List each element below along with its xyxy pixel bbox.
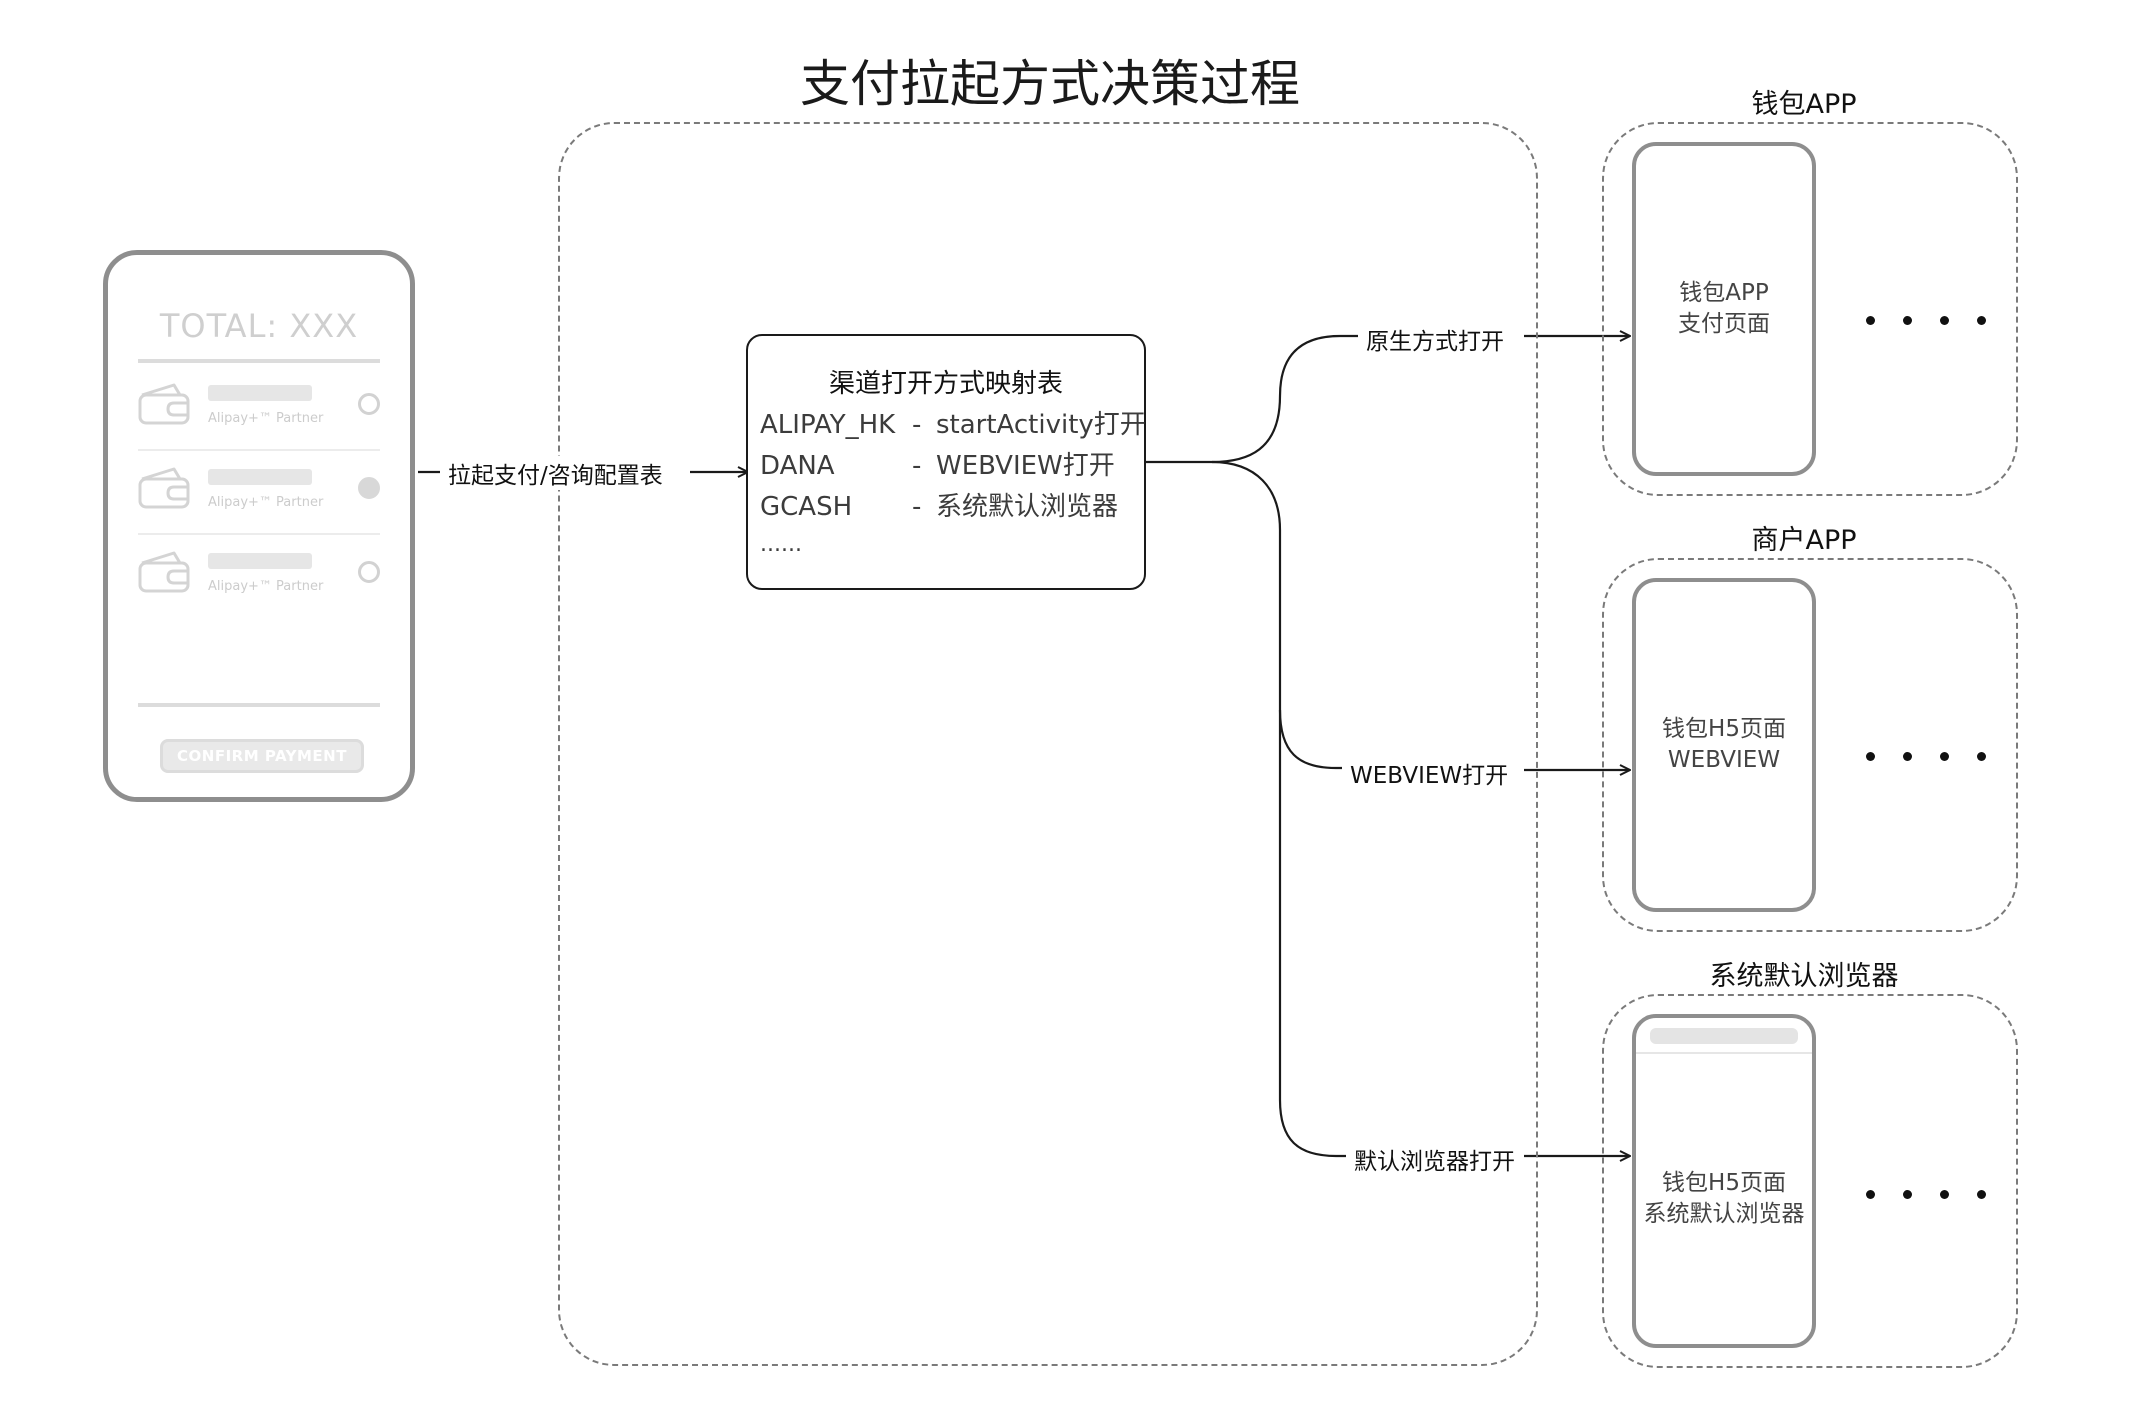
checkout-phone: TOTAL: XXX Alipay+™ Partner Alipay+™ Par… — [103, 250, 415, 802]
group-title: 商户APP — [1751, 525, 1857, 556]
row-dash: - — [912, 410, 922, 440]
webview-open-label: WEBVIEW打开 — [1346, 756, 1513, 790]
branch-native — [1146, 334, 1358, 464]
method-name-placeholder — [208, 553, 312, 569]
wallet-app-region — [1602, 122, 2018, 496]
phone-caption-line2: WEBVIEW — [1667, 747, 1781, 773]
method-sublabel: Alipay+™ Partner — [208, 411, 324, 426]
channel-name: DANA — [760, 451, 835, 481]
mapping-row: GCASH -系统默认浏览器 — [760, 486, 1118, 523]
wallet-icon — [138, 383, 190, 425]
phone-caption-line1: 钱包H5页面 — [1662, 716, 1786, 742]
row-dash: - — [912, 451, 922, 481]
branch-trunk — [1211, 460, 1282, 1100]
wallet-icon — [138, 551, 190, 593]
merchant-app-region — [1602, 558, 2018, 932]
group-title: 钱包APP — [1751, 89, 1857, 120]
row-dash: - — [912, 492, 922, 522]
confirm-payment-button[interactable]: CONFIRM PAYMENT — [160, 739, 364, 773]
channel-mapping-table: 渠道打开方式映射表 ALIPAY_HK-startActivity打开 DANA… — [746, 334, 1146, 590]
h5-webview-phone: 钱包H5页面 WEBVIEW — [1632, 578, 1816, 912]
branch-webview — [1278, 709, 1342, 770]
group-title: 系统默认浏览器 — [1709, 961, 1899, 992]
phone-caption-line1: 钱包H5页面 — [1662, 1170, 1786, 1196]
open-method: 系统默认浏览器 — [936, 492, 1119, 522]
browser-address-bar — [1650, 1028, 1798, 1044]
branch-browser — [1278, 1099, 1346, 1158]
mapping-row: DANA -WEBVIEW打开 — [760, 445, 1115, 482]
h5-browser-phone: 钱包H5页面 系统默认浏览器 — [1632, 1014, 1816, 1348]
browser-toolbar-divider — [1636, 1052, 1812, 1054]
channel-name: GCASH — [760, 492, 853, 522]
payment-method-row[interactable]: Alipay+™ Partner — [138, 533, 380, 617]
diagram-title: 支付拉起方式决策过程 — [800, 55, 1300, 113]
mapping-title: 渠道打开方式映射表 — [828, 369, 1063, 399]
system-browser-region — [1602, 994, 2018, 1368]
phone-caption-line2: 系统默认浏览器 — [1643, 1201, 1805, 1227]
wallet-icon — [138, 467, 190, 509]
decision-region — [558, 122, 1538, 1366]
total-divider — [138, 359, 380, 363]
channel-name: ALIPAY_HK — [760, 410, 896, 440]
radio-icon[interactable] — [358, 393, 380, 415]
native-open-label: 原生方式打开 — [1362, 322, 1508, 356]
mapping-ellipsis: ...... — [760, 532, 802, 557]
open-method: WEBVIEW打开 — [936, 451, 1115, 481]
footer-divider — [138, 703, 380, 707]
consult-config-label: 拉起支付/咨询配置表 — [444, 456, 667, 490]
method-sublabel: Alipay+™ Partner — [208, 495, 324, 510]
ellipsis-icon — [1866, 752, 1996, 764]
phone-caption-line1: 钱包APP — [1679, 280, 1769, 306]
ellipsis-icon — [1866, 316, 1996, 328]
method-name-placeholder — [208, 385, 312, 401]
browser-open-label: 默认浏览器打开 — [1350, 1142, 1519, 1176]
total-amount: TOTAL: XXX — [159, 307, 359, 345]
phone-caption-line2: 支付页面 — [1678, 311, 1770, 337]
method-sublabel: Alipay+™ Partner — [208, 579, 324, 594]
method-name-placeholder — [208, 469, 312, 485]
wallet-pay-page-phone: 钱包APP 支付页面 — [1632, 142, 1816, 476]
open-method: startActivity打开 — [936, 410, 1146, 440]
radio-selected-icon[interactable] — [358, 477, 380, 499]
ellipsis-icon — [1866, 1190, 1996, 1202]
payment-method-row[interactable]: Alipay+™ Partner — [138, 449, 380, 535]
payment-method-row[interactable]: Alipay+™ Partner — [138, 365, 380, 451]
radio-icon[interactable] — [358, 561, 380, 583]
mapping-row: ALIPAY_HK-startActivity打开 — [760, 404, 1146, 441]
